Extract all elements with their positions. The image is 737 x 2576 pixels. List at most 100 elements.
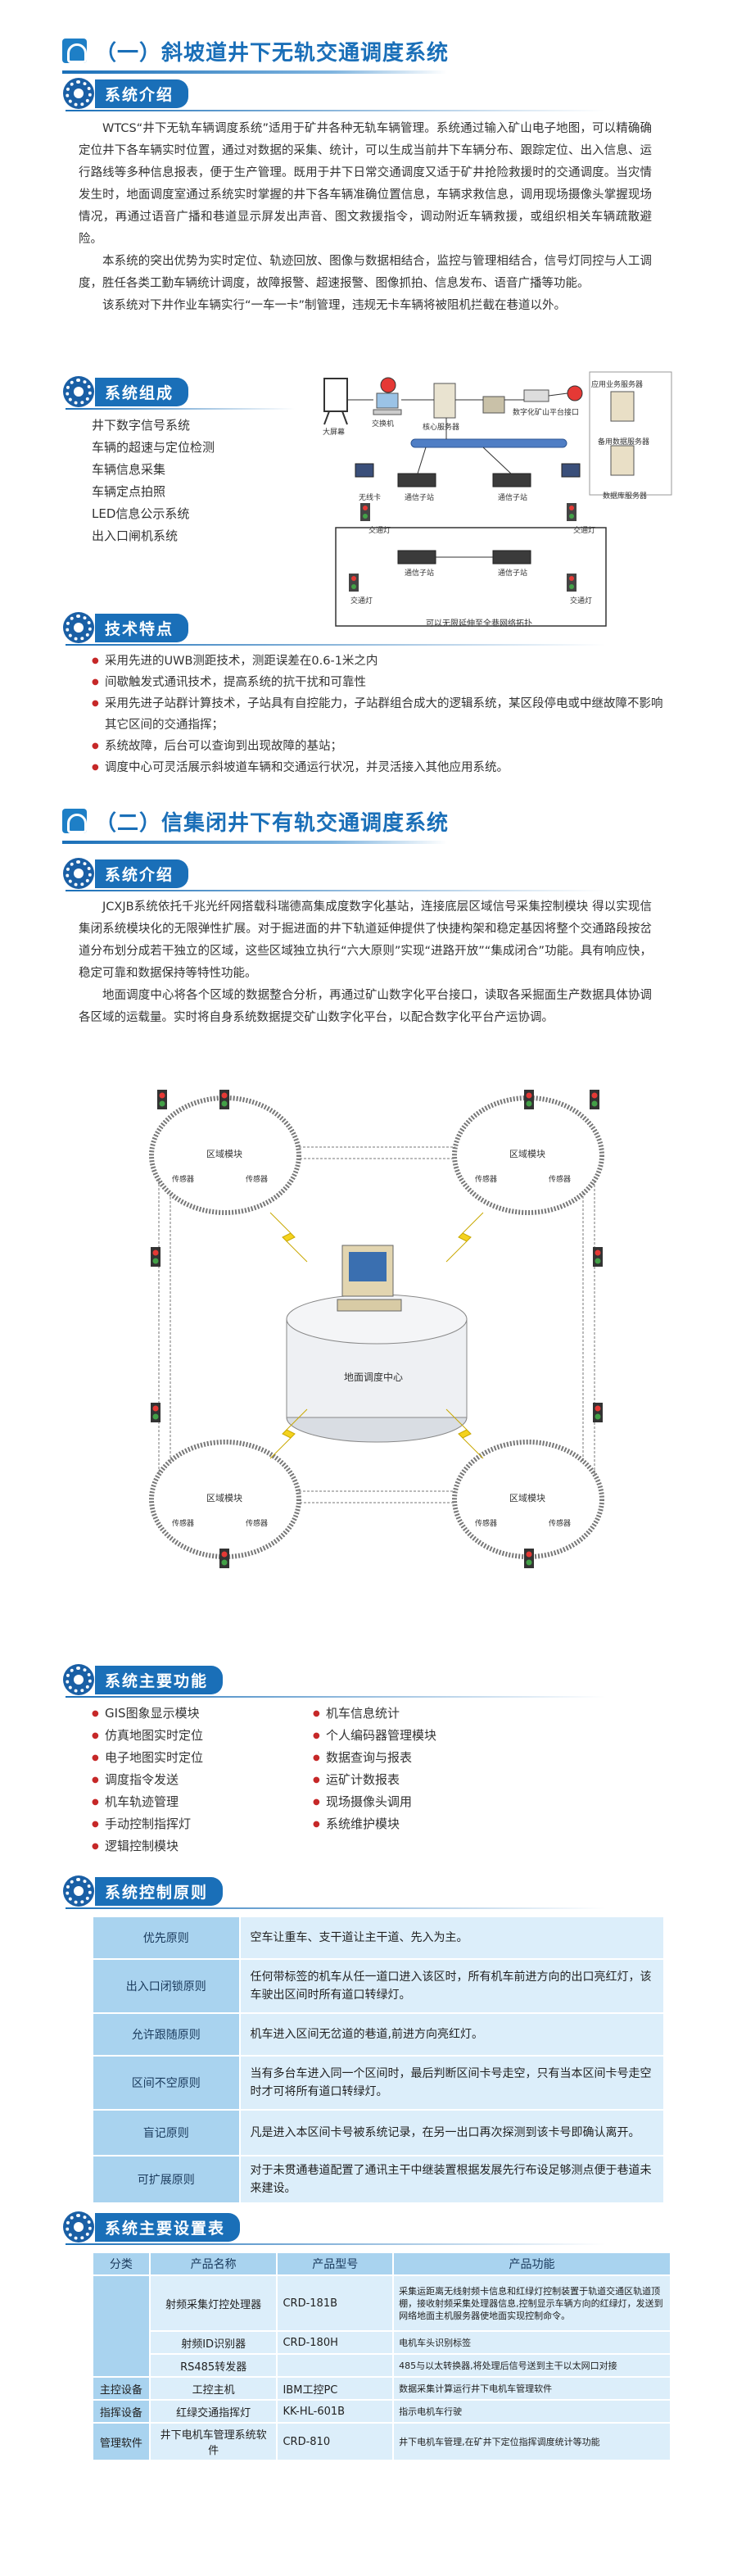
diagram-caption: 可以无限延伸至全巷网络拓扑 <box>426 619 532 628</box>
diagram-label: 交通灯 <box>350 597 373 605</box>
rule-value: 机车进入区间无岔道的巷道,前进方向亮红灯。 <box>238 2012 666 2057</box>
params-table: 分类 产品名称 产品型号 产品功能 射频采集灯控处理器 CRD-181B 采集运… <box>92 2252 671 2461</box>
s2-params-head: 系统主要设置表 <box>66 2212 241 2242</box>
table-row: 区间不空原则当有多台车进入同一个区间时，最后判断区间卡号走空，只有当本区间卡号走… <box>92 2055 666 2111</box>
section1-title: （一）斜坡道井下无轨交通调度系统 <box>95 40 450 66</box>
table-row: 出入口闭锁原则任何带标签的机车从任一道口进入该区时，所有机车前进方向的出口亮红灯… <box>92 1958 666 2014</box>
traffic-light-icon <box>590 1090 599 1109</box>
traffic-light-icon <box>219 1549 229 1568</box>
display-icon <box>323 378 348 412</box>
list-item: 出入口闸机系统 <box>92 528 179 543</box>
product-name: 工控主机 <box>148 2376 278 2401</box>
s1-para: 本系统的突出优势为实时定位、轨迹回放、图像与数据相结合，监控与管理相结合，信号灯… <box>79 255 652 290</box>
s1-intro-tag: 系统介绍 <box>95 79 189 108</box>
signal-bolt-icon <box>269 1212 308 1263</box>
diagram-label: 通信子站 <box>405 494 435 502</box>
table-header-row: 分类 产品名称 产品型号 产品功能 <box>92 2252 671 2276</box>
s2-para: JCXJB系统依托千兆光纤网搭载科瑞德高集成度数字化基站，连接底层区域信号采集控… <box>79 900 652 980</box>
signal-bolt-icon <box>445 1408 484 1459</box>
divider <box>66 1907 606 1909</box>
s2-functions-grid: GIS图象显示模块 机车信息统计 仿真地图实时定位 个人编码器管理模块 电子地图… <box>92 1703 550 1857</box>
divider <box>66 2243 606 2245</box>
s2-functions-head: 系统主要功能 <box>66 1665 224 1694</box>
divider <box>66 110 606 111</box>
rules-table: 优先原则空车让重车、支干道让主干道、先入为主。 出入口闭锁原则任何带标签的机车从… <box>92 1916 666 2204</box>
traffic-light-icon <box>593 1247 603 1267</box>
diagram-label: 数据库服务器 <box>603 492 648 501</box>
diagram-label: 交通灯 <box>573 527 596 535</box>
rule-value: 任何带标签的机车从任一道口进入该区时，所有机车前进方向的出口亮红灯，该车驶出区间… <box>238 1958 666 2014</box>
product-function: 指示电机车行驶 <box>392 2399 671 2424</box>
product-name: 红绿交通指挥灯 <box>148 2399 278 2424</box>
list-item: 采用先进的UWB测距技术，测距误差在0.6-1米之内 <box>92 651 665 672</box>
s2-rules-tag: 系统控制原则 <box>95 1876 224 1906</box>
list-item: 系统故障，后台可以查询到出现故障的基站； <box>92 736 665 757</box>
zone-label: 区域模块 <box>206 1149 242 1159</box>
center-label: 地面调度中心 <box>344 1372 404 1383</box>
list-item: 运矿计数报表 <box>313 1769 509 1791</box>
list-item: GIS图象显示模块 <box>92 1703 288 1725</box>
product-model: CRD-180H <box>276 2330 395 2355</box>
traffic-light-icon <box>593 1403 603 1422</box>
sensor-label: 传感器 <box>172 1520 195 1528</box>
mine-helmet-icon <box>62 809 87 833</box>
diagram-label: 通信子站 <box>405 569 435 578</box>
list-item: 现场摄像头调用 <box>313 1791 509 1813</box>
diagram-label: 交通灯 <box>368 527 391 535</box>
track <box>158 1163 171 1492</box>
s1-components-list: 井下数字信号系统 车辆的超速与定位检测 车辆信息采集 车辆定点拍照 LED信息公… <box>92 415 215 547</box>
list-item: 逻辑控制模块 <box>92 1835 288 1857</box>
gear-icon <box>66 860 92 887</box>
table-row: 主控设备 工控主机 IBM工控PC 数据采集计算运行井下电机车管理软件 <box>92 2376 671 2401</box>
list-item: 机车轨迹管理 <box>92 1791 288 1813</box>
rule-key: 允许跟随原则 <box>92 2012 241 2057</box>
diagram-label: 应用业务服务器 <box>591 381 644 389</box>
diagram-label: 备用数据服务器 <box>598 438 650 447</box>
s2-intro-text: JCXJB系统依托千兆光纤网搭载科瑞德高集成度数字化基站，连接底层区域信号采集控… <box>79 896 652 1029</box>
pc-icon <box>376 392 399 409</box>
signal-bolt-icon <box>445 1212 484 1263</box>
s1-para: 该系统对下井作业车辆实行“一车一卡”制管理，违规无卡车辆将被阻机拦截在巷道以外。 <box>102 299 567 312</box>
product-name: RS485转发器 <box>148 2353 278 2378</box>
list-item: 调度中心可灵活展示斜坡道车辆和交通运行状况，并灵活接入其他应用系统。 <box>92 757 665 778</box>
rule-value: 空车让重车、支干道让主干道、先入为主。 <box>238 1916 666 1960</box>
divider <box>66 890 606 891</box>
traffic-light-icon <box>219 1090 229 1109</box>
table-row: 指挥设备 红绿交通指挥灯 KK-HL-601B 指示电机车行驶 <box>92 2399 671 2424</box>
s2-params-tag: 系统主要设置表 <box>95 2212 241 2242</box>
section1-header: （一）斜坡道井下无轨交通调度系统 <box>62 33 450 74</box>
s1-components-head: 系统组成 <box>66 377 189 406</box>
s1-features-list: 采用先进的UWB测距技术，测距误差在0.6-1米之内 间歇触发式通讯技术，提高系… <box>92 651 665 778</box>
gear-icon <box>66 1667 92 1693</box>
diagram-label: 交换机 <box>372 420 395 429</box>
divider <box>66 644 606 646</box>
gear-icon <box>66 1878 92 1904</box>
rule-key: 优先原则 <box>92 1916 241 1960</box>
diagram-label: 大屏幕 <box>323 429 346 437</box>
s1-para: WTCS“井下无轨车辆调度系统”适用于矿井各种无轨车辆管理。系统通过输入矿山电子… <box>79 122 652 246</box>
station-icon <box>492 473 531 488</box>
s2-intro-tag: 系统介绍 <box>95 859 189 888</box>
railway-dispatch-diagram <box>149 1090 604 1568</box>
station-icon <box>397 473 436 488</box>
product-model <box>276 2353 395 2378</box>
list-item: 车辆定点拍照 <box>92 484 166 499</box>
table-row: 射频ID识别器 CRD-180H 电机车头识别标签 <box>93 2330 671 2355</box>
product-model: CRD-181B <box>276 2274 395 2332</box>
s2-functions-tag: 系统主要功能 <box>95 1665 224 1694</box>
divider <box>66 408 295 410</box>
gear-icon <box>66 80 92 107</box>
list-item: 车辆的超速与定位检测 <box>92 440 215 455</box>
table-row: 优先原则空车让重车、支干道让主干道、先入为主。 <box>92 1916 666 1960</box>
title-underline <box>62 841 447 844</box>
s1-intro-text: WTCS“井下无轨车辆调度系统”适用于矿井各种无轨车辆管理。系统通过输入矿山电子… <box>79 118 652 317</box>
diagram-label: 无线卡 <box>359 494 382 502</box>
s2-rules-head: 系统控制原则 <box>66 1876 224 1906</box>
diagram-label: 核心服务器 <box>423 424 460 432</box>
list-item: 电子地图实时定位 <box>92 1747 288 1769</box>
list-item: 车辆信息采集 <box>92 462 166 477</box>
traffic-light-icon <box>151 1403 161 1422</box>
table-row: RS485转发器 485与以太转换器,将处理后信号送到主干以太网口对接 <box>93 2353 671 2378</box>
mine-helmet-icon <box>62 39 87 63</box>
product-function: 电机车头识别标签 <box>392 2330 671 2355</box>
